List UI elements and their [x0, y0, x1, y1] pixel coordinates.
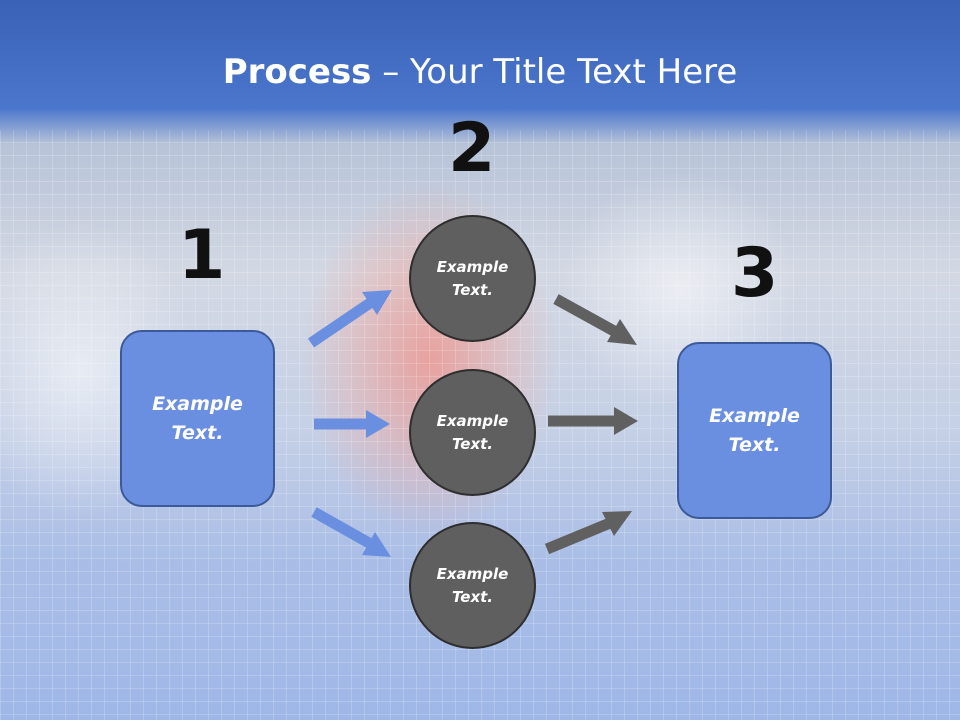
circle-middle-text: Example Text.	[436, 411, 509, 453]
title-bold: Process	[222, 52, 372, 92]
step-number-1: 1	[178, 216, 226, 295]
circle-top: Example Text.	[409, 215, 536, 342]
circle-bottom: Example Text.	[409, 522, 536, 649]
input-box: Example Text.	[120, 330, 275, 507]
slide-title: Process – Your Title Text Here	[0, 52, 960, 92]
input-box-text: Example Text.	[152, 392, 243, 444]
output-box-text: Example Text.	[709, 404, 800, 456]
step-number-3: 3	[731, 234, 779, 313]
circle-top-text: Example Text.	[436, 257, 509, 299]
output-box: Example Text.	[677, 342, 832, 519]
title-rest: – Your Title Text Here	[371, 52, 738, 92]
circle-bottom-text: Example Text.	[436, 564, 509, 606]
step-number-2: 2	[448, 109, 496, 188]
circle-middle: Example Text.	[409, 369, 536, 496]
